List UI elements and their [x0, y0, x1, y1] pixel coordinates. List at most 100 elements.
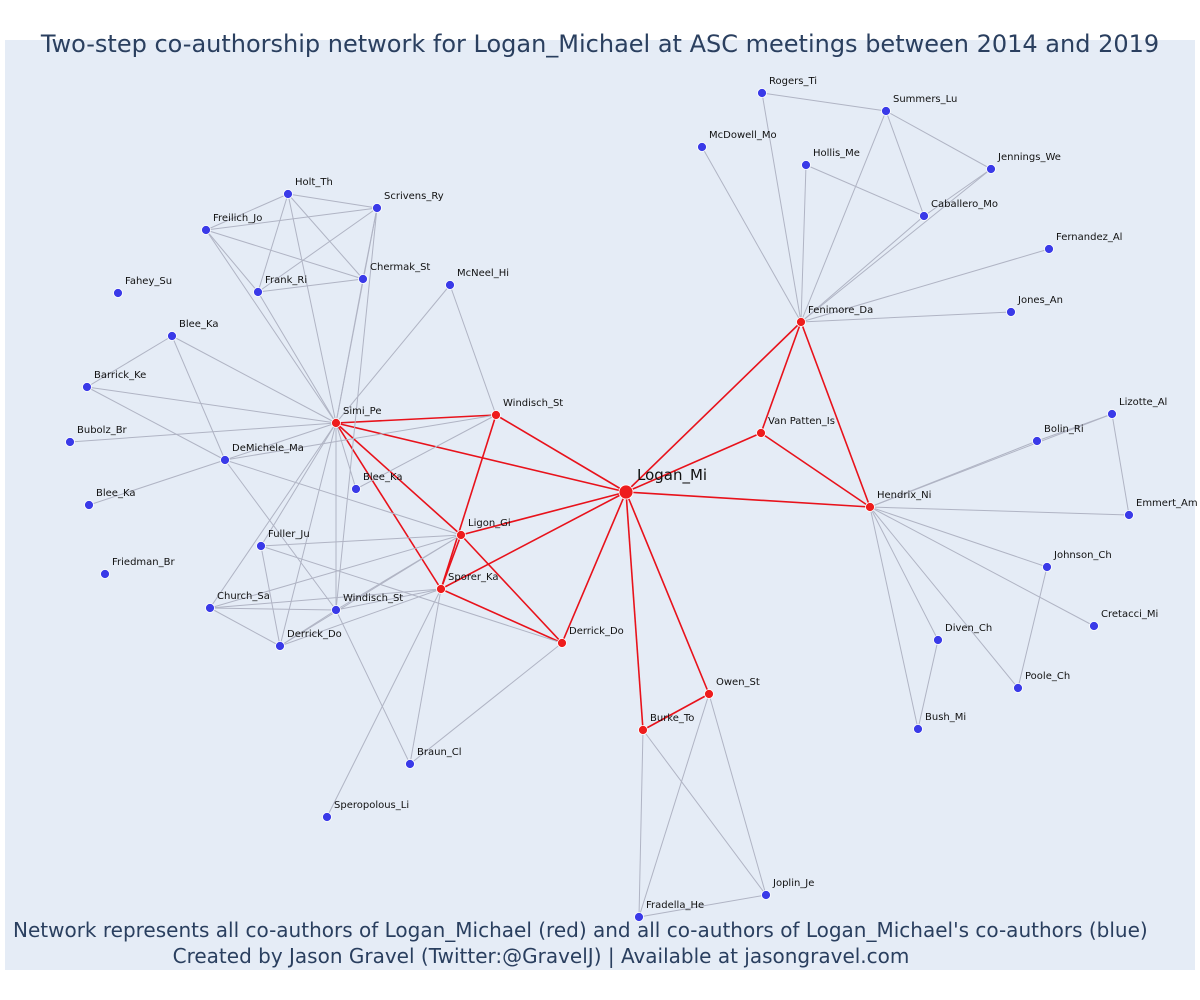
node-barrick[interactable] [82, 382, 92, 392]
edge-church-windisch_b [209, 607, 337, 611]
edge-demichele-windisch_r [224, 414, 497, 461]
node-cretacci[interactable] [1089, 621, 1099, 631]
node-burke[interactable] [638, 725, 648, 735]
node-summers[interactable] [881, 106, 891, 116]
edge-lizotte-bolin [1036, 413, 1113, 442]
node-label-jennings: Jennings_We [997, 152, 1061, 163]
node-joplin[interactable] [761, 890, 771, 900]
node-label-blee1: Blee_Ka [179, 319, 218, 330]
node-jones[interactable] [1006, 307, 1016, 317]
edge-hendrix-bolin [869, 440, 1038, 508]
node-braun[interactable] [405, 759, 415, 769]
node-label-mcneel: McNeel_Hi [457, 268, 509, 279]
node-lizotte[interactable] [1107, 409, 1117, 419]
node-holt[interactable] [283, 189, 293, 199]
node-chermak[interactable] [358, 274, 368, 284]
node-label-derrick_b: Derrick_Do [287, 629, 342, 640]
node-sporer[interactable] [436, 584, 446, 594]
edge-simi-church [209, 422, 337, 609]
edge-burke-joplin [642, 729, 767, 896]
node-label-hollis: Hollis_Me [813, 148, 860, 159]
node-fuller[interactable] [256, 541, 266, 551]
node-fenimore[interactable] [796, 317, 806, 327]
node-blee3[interactable] [84, 500, 94, 510]
node-fernandez[interactable] [1044, 244, 1054, 254]
node-freilich[interactable] [201, 225, 211, 235]
node-scrivens[interactable] [372, 203, 382, 213]
edge-simi-bubolz [69, 422, 337, 443]
edge-logan-owen [625, 491, 710, 695]
edge-derrick_b-sporer [279, 588, 442, 647]
node-simi[interactable] [331, 418, 341, 428]
edge-fradella-joplin [638, 894, 767, 918]
node-mcneel[interactable] [445, 280, 455, 290]
edge-simi-blee2 [335, 422, 357, 490]
node-mcdowell[interactable] [697, 142, 707, 152]
node-label-barrick: Barrick_Ke [94, 370, 146, 381]
edge-simi-frank [257, 291, 337, 424]
node-frank[interactable] [253, 287, 263, 297]
node-bolin[interactable] [1032, 436, 1042, 446]
node-windisch_b[interactable] [331, 605, 341, 615]
node-fradella[interactable] [634, 912, 644, 922]
node-emmert[interactable] [1124, 510, 1134, 520]
node-label-johnson: Johnson_Ch [1053, 550, 1112, 561]
node-label-holt: Holt_Th [295, 177, 333, 188]
node-fahey[interactable] [113, 288, 123, 298]
node-demichele[interactable] [220, 455, 230, 465]
edge-holt-frank [257, 193, 289, 293]
node-rogers[interactable] [757, 88, 767, 98]
edge-hendrix-poole [869, 506, 1019, 689]
edge-logan-simi [335, 422, 627, 493]
edge-blee3-demichele [88, 459, 226, 506]
edge-fenimore-jennings [800, 168, 992, 323]
node-caballero[interactable] [919, 211, 929, 221]
node-logan[interactable] [618, 484, 634, 500]
node-ligon[interactable] [456, 530, 466, 540]
node-label-frank: Frank_Ri [265, 275, 307, 286]
edge-simi-fuller [260, 422, 337, 547]
node-owen[interactable] [704, 689, 714, 699]
node-jennings[interactable] [986, 164, 996, 174]
edge-sporer-speropolous [326, 588, 442, 818]
node-bubolz[interactable] [65, 437, 75, 447]
node-label-cretacci: Cretacci_Mi [1101, 609, 1158, 620]
node-vanpatten[interactable] [756, 428, 766, 438]
node-poole[interactable] [1013, 683, 1023, 693]
node-church[interactable] [205, 603, 215, 613]
node-blee2[interactable] [351, 484, 361, 494]
node-label-demichele: DeMichele_Ma [232, 443, 304, 454]
edge-johnson-poole [1017, 566, 1048, 689]
node-johnson[interactable] [1042, 562, 1052, 572]
node-label-simi: Simi_Pe [343, 406, 381, 417]
edge-church-sporer [209, 588, 442, 609]
edge-church-derrick_b [209, 607, 281, 647]
node-hendrix[interactable] [865, 502, 875, 512]
node-speropolous[interactable] [322, 812, 332, 822]
node-label-chermak: Chermak_St [370, 262, 430, 273]
nodes-layer[interactable] [65, 88, 1134, 922]
edge-hendrix-johnson [869, 506, 1048, 568]
node-hollis[interactable] [801, 160, 811, 170]
edge-fuller-ligon [260, 534, 462, 547]
node-diven[interactable] [933, 635, 943, 645]
node-bush[interactable] [913, 724, 923, 734]
edge-freilich-chermak [205, 229, 364, 280]
node-friedman[interactable] [100, 569, 110, 579]
edge-fenimore-hollis [800, 164, 807, 323]
edge-logan-vanpatten [625, 432, 762, 493]
node-windisch_r[interactable] [491, 410, 501, 420]
node-blee1[interactable] [167, 331, 177, 341]
edge-simi-mcneel [335, 284, 451, 424]
edge-church-ligon [209, 534, 462, 609]
edge-jennings-caballero [923, 168, 992, 217]
node-derrick_b[interactable] [275, 641, 285, 651]
node-label-bush: Bush_Mi [925, 712, 966, 723]
edge-mcneel-windisch_r [449, 284, 497, 416]
edge-logan-ligon [460, 491, 627, 536]
edge-owen-joplin [708, 693, 767, 896]
edge-sporer-braun [409, 588, 442, 765]
node-derrick_r[interactable] [557, 638, 567, 648]
edge-scrivens-windisch_b [335, 207, 378, 611]
